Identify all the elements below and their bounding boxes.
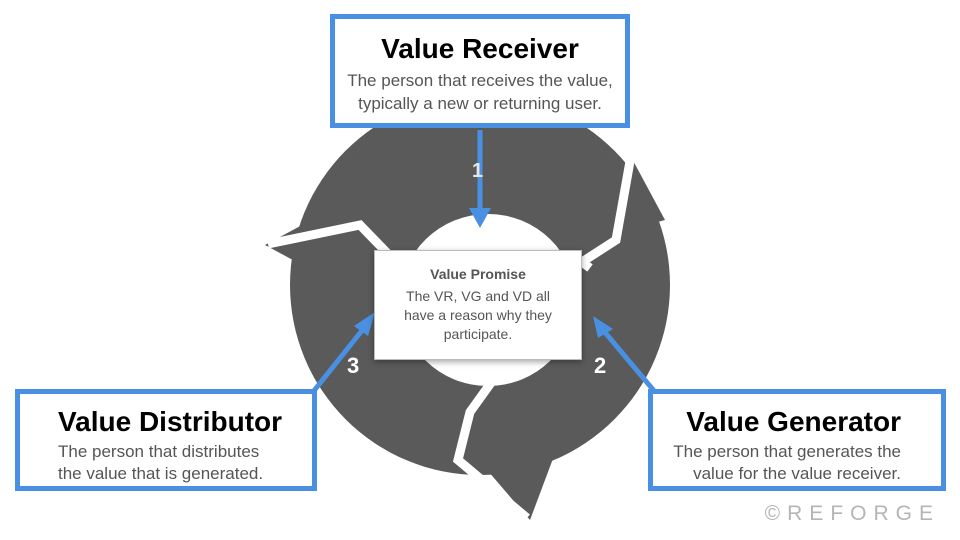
- connector-receiver-head: [469, 208, 491, 228]
- value-promise-desc-line1: The VR, VG and VD all: [406, 288, 550, 304]
- value-generator-title: Value Generator: [686, 406, 901, 437]
- connector-generator-head: [593, 316, 613, 338]
- value-receiver-title: Value Receiver: [381, 33, 579, 64]
- value-receiver-desc-line2: typically a new or returning user.: [358, 94, 602, 113]
- step-number-3: 3: [347, 353, 360, 378]
- value-distributor-desc-line2: the value that is generated.: [58, 464, 264, 483]
- value-generator-box: Value Generator The person that generate…: [648, 389, 946, 491]
- value-distributor-desc-line1: The person that distributes: [58, 442, 260, 461]
- arrow-segment-bottom: [470, 440, 560, 520]
- value-promise-desc-line3: participate.: [443, 326, 513, 342]
- step-number-2: 2: [594, 353, 607, 378]
- value-receiver-box: Value Receiver The person that receives …: [330, 14, 630, 128]
- gap-bottom: [452, 377, 530, 522]
- value-promise-desc-line2: have a reason why they: [404, 307, 552, 323]
- gap-left: [267, 220, 396, 262]
- value-generator-desc-line1: The person that generates the: [673, 442, 901, 461]
- value-promise-box: Value Promise The VR, VG and VD all have…: [374, 250, 582, 360]
- connector-generator: [601, 328, 657, 394]
- value-distributor-title: Value Distributor: [58, 406, 283, 437]
- value-promise-title: Value Promise: [430, 266, 526, 282]
- value-distributor-box: Value Distributor The person that distri…: [15, 389, 317, 491]
- connector-distributor: [311, 326, 366, 394]
- value-receiver-desc-line1: The person that receives the value,: [347, 71, 613, 90]
- value-generator-desc-line2: value for the value receiver.: [693, 464, 901, 483]
- gap-right: [574, 149, 637, 272]
- step-number-1: 1: [472, 160, 484, 182]
- arrow-segment-left: [265, 210, 330, 280]
- connector-distributor-head: [354, 312, 375, 336]
- brand-watermark: ©REFORGE: [764, 502, 940, 525]
